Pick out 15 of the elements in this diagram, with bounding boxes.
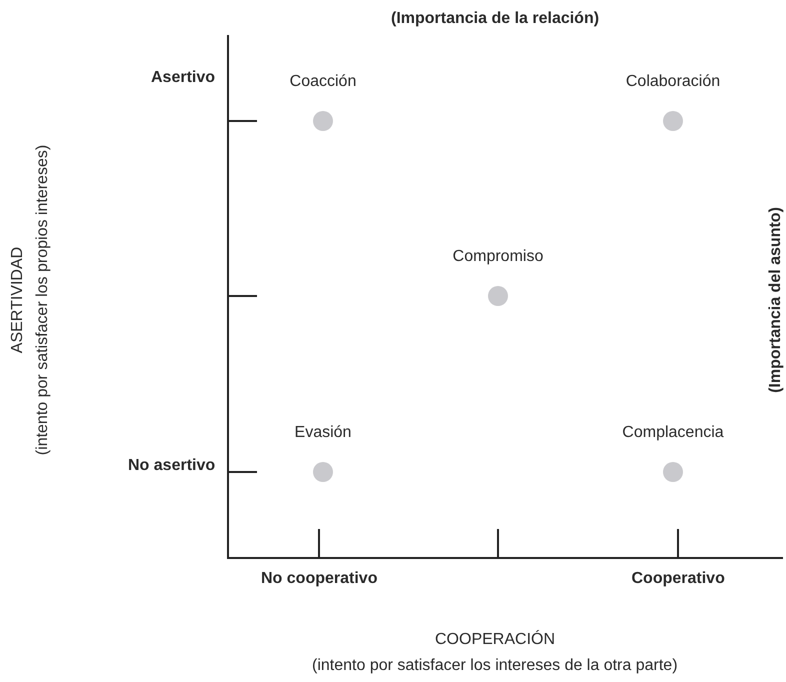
point-label: Compromiso (452, 248, 544, 266)
point-label: Coacción (288, 73, 358, 91)
point-label: Complacencia (621, 424, 725, 442)
axis-value-label: No cooperativo (261, 570, 378, 588)
axis-value-label: No asertivo (128, 457, 216, 475)
point-label: Evasión (294, 424, 352, 442)
top-axis-label: (Importancia de la relación) (391, 10, 600, 28)
axis-value-label: Asertivo (151, 69, 216, 87)
axis-title: COOPERACIÓN (435, 631, 556, 649)
axis-subtitle: (intento por satisfacer los intereses de la otra parte) (312, 657, 678, 675)
axis-value-label: Cooperativo (632, 570, 725, 588)
axis-title: ASERTIVIDAD (9, 246, 28, 354)
axis-subtitle: (intento por satisfacer los propios intereses) (34, 144, 52, 456)
right-axis-label: (Importancia del asunto) (766, 207, 785, 393)
point-label: Colaboración (624, 73, 722, 91)
